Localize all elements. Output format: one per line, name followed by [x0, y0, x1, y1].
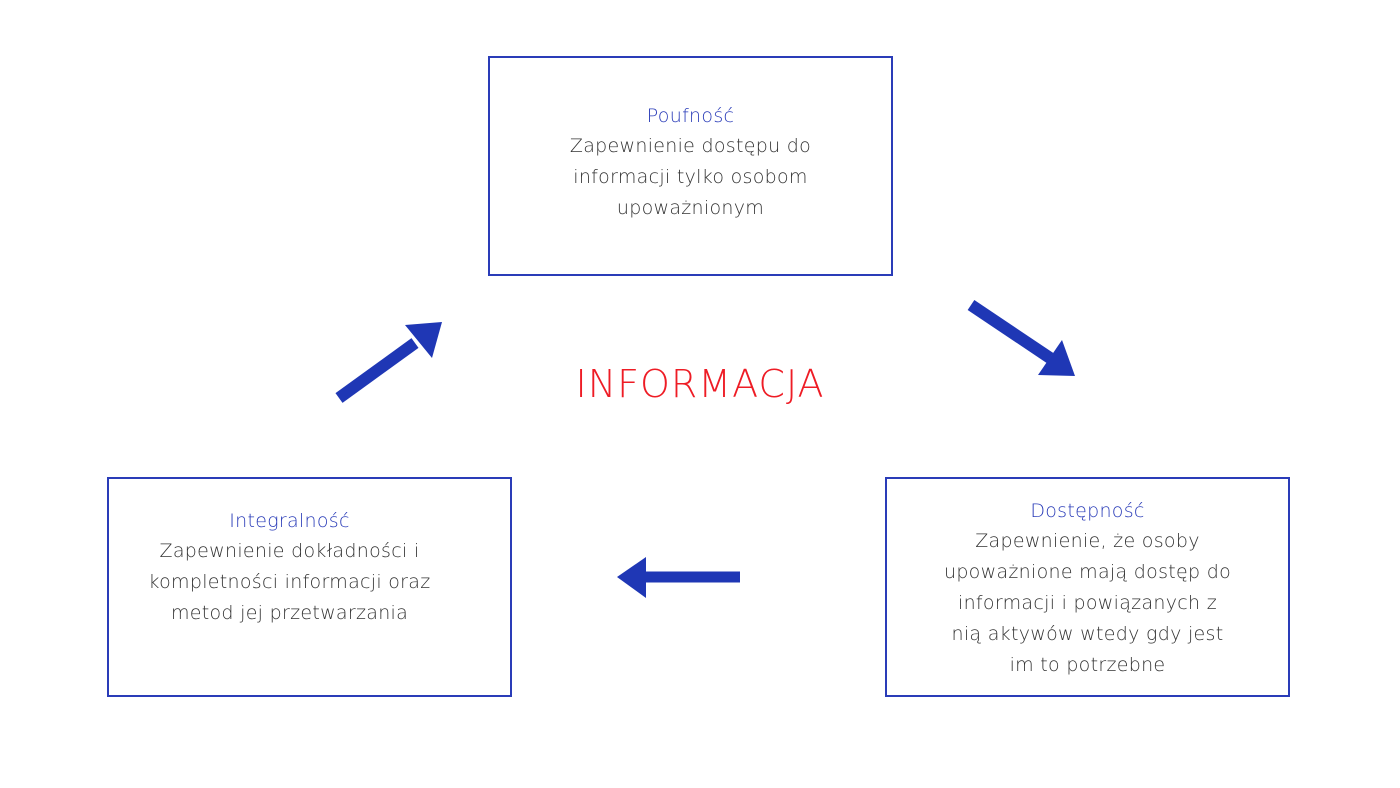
node-description: Zapewnienie, że osoby upoważnione mają d…: [943, 529, 1232, 676]
center-label: INFORMACJA: [575, 362, 825, 406]
node-poufnosc: Poufność Zapewnienie dostępu do informac…: [488, 56, 893, 276]
arrow-left-icon: [617, 557, 740, 598]
arrow-down-right-icon: [967, 300, 1075, 376]
node-description: Zapewnienie dokładności i kompletności i…: [148, 539, 431, 624]
node-title: Poufność: [646, 104, 735, 127]
arrow-up-right-icon: [335, 322, 442, 403]
node-title: Integralność: [229, 509, 350, 532]
node-dostepnosc: Dostępność Zapewnienie, że osoby upoważn…: [885, 477, 1290, 697]
node-title: Dostępność: [1030, 499, 1145, 522]
node-description: Zapewnienie dostępu do informacji tylko …: [569, 134, 812, 219]
node-integralnosc: Integralność Zapewnienie dokładności i k…: [107, 477, 512, 697]
